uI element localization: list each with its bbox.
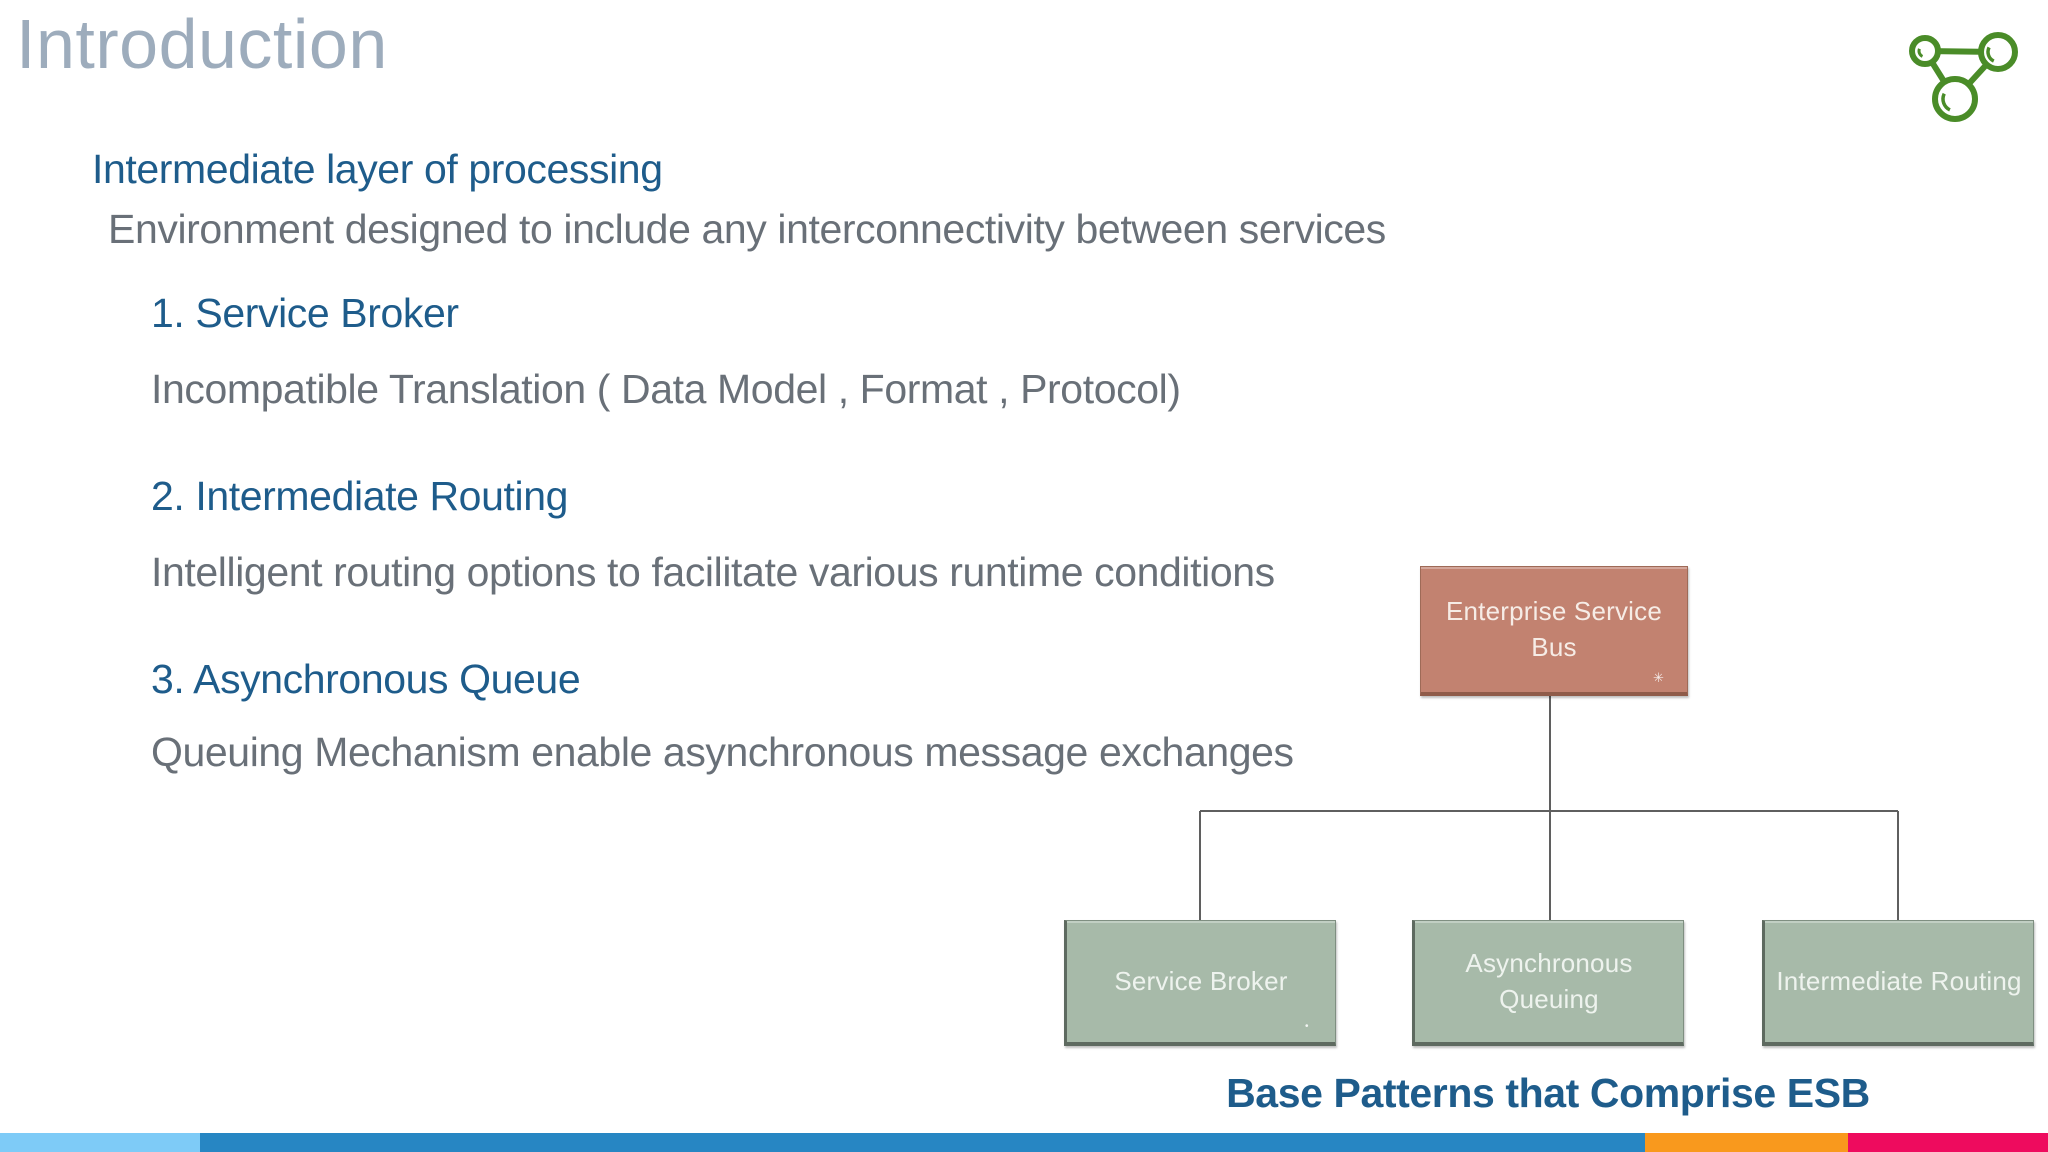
item-3-heading: 3. Asynchronous Queue xyxy=(151,656,581,702)
diagram-connector-lines xyxy=(1199,696,1899,920)
diagram-node-asynchronous-queuing: Asynchronous Queuing xyxy=(1412,920,1684,1046)
diagram-caption: Base Patterns that Comprise ESB xyxy=(1226,1070,1870,1116)
footer-bar-segment-pink xyxy=(1848,1133,2048,1152)
footer-bar-segment-orange xyxy=(1645,1133,1848,1152)
footer-bar-segment-blue xyxy=(200,1133,1645,1152)
molecule-network-logo-icon xyxy=(1909,32,2018,122)
diagram-node-service-broker: Service Broker xyxy=(1064,920,1336,1046)
item-1-heading: 1. Service Broker xyxy=(151,290,459,336)
item-2-heading: 2. Intermediate Routing xyxy=(151,473,568,519)
item-2-body: Intelligent routing options to facilitat… xyxy=(151,549,1275,595)
section-heading: Intermediate layer of processing xyxy=(92,146,663,192)
esb-corner-mark: ✳ xyxy=(1653,670,1664,685)
item-3-body: Queuing Mechanism enable asynchronous me… xyxy=(151,729,1294,775)
broker-corner-mark: • xyxy=(1305,1021,1309,1032)
footer-accent-bar xyxy=(0,1133,2048,1152)
page-title: Introduction xyxy=(16,5,388,83)
diagram-node-intermediate-routing: Intermediate Routing xyxy=(1762,920,2034,1046)
item-1-body: Incompatible Translation ( Data Model , … xyxy=(151,366,1181,412)
diagram-node-enterprise-service-bus: Enterprise Service Bus xyxy=(1420,566,1688,696)
section-subheading: Environment designed to include any inte… xyxy=(108,206,1386,252)
footer-bar-segment-lightblue xyxy=(0,1133,200,1152)
